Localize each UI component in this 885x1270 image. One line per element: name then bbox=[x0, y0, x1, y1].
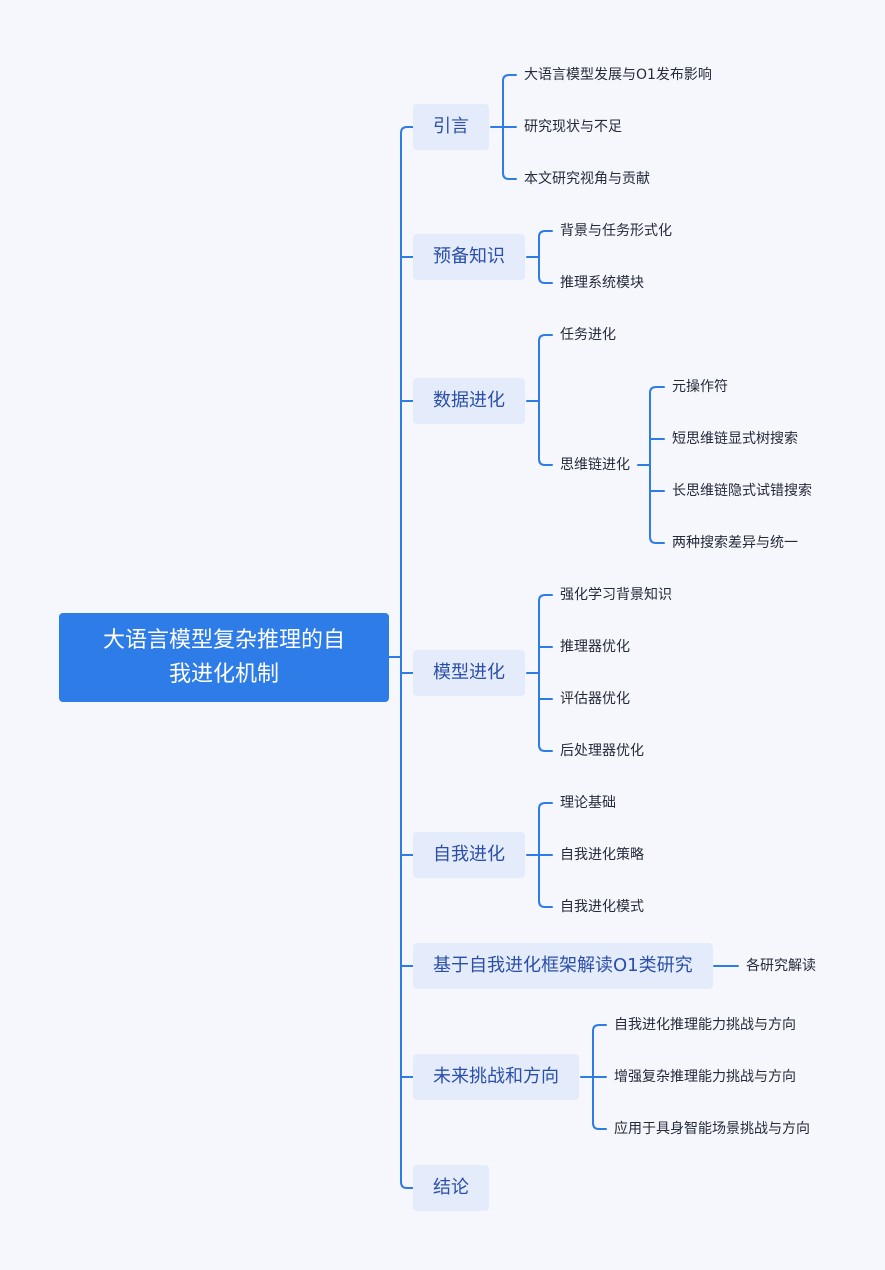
branch-model-evolution[interactable]: 模型进化 bbox=[413, 650, 525, 696]
cot-connector-link-3 bbox=[649, 536, 665, 544]
root-title-line-2: 我进化机制 bbox=[168, 661, 279, 687]
leaf-future-embodied[interactable]: 应用于具身智能场景挑战与方向 bbox=[614, 1121, 810, 1137]
self-connector-link-2 bbox=[538, 900, 553, 908]
leaf-study-interpretation[interactable]: 各研究解读 bbox=[746, 958, 816, 974]
leaf-search-unification[interactable]: 两种搜索差异与统一 bbox=[672, 535, 798, 551]
leaf-rl-background[interactable]: 强化学习背景知识 bbox=[560, 587, 672, 603]
cot-connector-link-0 bbox=[649, 386, 665, 394]
leaf-theory[interactable]: 理论基础 bbox=[560, 795, 616, 811]
future-connector-link-2 bbox=[592, 1122, 607, 1130]
leaf-task-evolution[interactable]: 任务进化 bbox=[560, 327, 616, 343]
root-connector-link-0 bbox=[400, 126, 414, 134]
self-connector-link-0 bbox=[538, 802, 553, 810]
leaf-cot-evolution[interactable]: 思维链进化 bbox=[560, 457, 630, 473]
branch-o1-studies[interactable]: 基于自我进化框架解读O1类研究 bbox=[413, 943, 713, 989]
branch-preliminaries[interactable]: 预备知识 bbox=[413, 234, 525, 280]
leaf-future-self-evolution[interactable]: 自我进化推理能力挑战与方向 bbox=[614, 1017, 796, 1033]
intro-connector-link-2 bbox=[502, 172, 517, 180]
leaf-prelim-modules[interactable]: 推理系统模块 bbox=[560, 275, 644, 291]
leaf-evaluator-opt[interactable]: 评估器优化 bbox=[560, 691, 630, 707]
leaf-intro-status[interactable]: 研究现状与不足 bbox=[524, 119, 622, 135]
data-connector-link-0 bbox=[538, 334, 553, 342]
branch-conclusion[interactable]: 结论 bbox=[413, 1165, 489, 1211]
root-title-line-1: 大语言模型复杂推理的自 bbox=[102, 627, 345, 653]
prelim-connector-link-0 bbox=[538, 230, 553, 238]
prelim-connector-link-1 bbox=[538, 276, 553, 284]
root-connector-link-7 bbox=[400, 1181, 414, 1189]
branch-data-evolution[interactable]: 数据进化 bbox=[413, 378, 525, 424]
leaf-meta-operators[interactable]: 元操作符 bbox=[672, 379, 728, 395]
branch-self-evolution[interactable]: 自我进化 bbox=[413, 832, 525, 878]
future-connector-link-0 bbox=[592, 1024, 607, 1032]
branch-introduction[interactable]: 引言 bbox=[413, 104, 489, 150]
leaf-postprocessor-opt[interactable]: 后处理器优化 bbox=[560, 743, 644, 759]
leaf-intro-llm-o1[interactable]: 大语言模型发展与O1发布影响 bbox=[524, 67, 712, 83]
leaf-long-cot-trial-search[interactable]: 长思维链隐式试错搜索 bbox=[672, 483, 812, 499]
model-connector-link-0 bbox=[538, 594, 553, 602]
leaf-reasoner-opt[interactable]: 推理器优化 bbox=[560, 639, 630, 655]
data-connector-link-1 bbox=[538, 458, 553, 466]
leaf-intro-contribution[interactable]: 本文研究视角与贡献 bbox=[524, 171, 650, 187]
root-node[interactable]: 大语言模型复杂推理的自我进化机制 bbox=[59, 613, 389, 702]
model-connector-link-3 bbox=[538, 744, 553, 752]
leaf-short-cot-tree-search[interactable]: 短思维链显式树搜索 bbox=[672, 431, 798, 447]
leaf-prelim-background[interactable]: 背景与任务形式化 bbox=[560, 223, 672, 239]
branch-future-challenges[interactable]: 未来挑战和方向 bbox=[413, 1054, 579, 1100]
leaf-strategy[interactable]: 自我进化策略 bbox=[560, 847, 644, 863]
intro-connector-link-0 bbox=[502, 74, 517, 82]
leaf-future-complex-reasoning[interactable]: 增强复杂推理能力挑战与方向 bbox=[614, 1069, 796, 1085]
leaf-pattern[interactable]: 自我进化模式 bbox=[560, 899, 644, 915]
